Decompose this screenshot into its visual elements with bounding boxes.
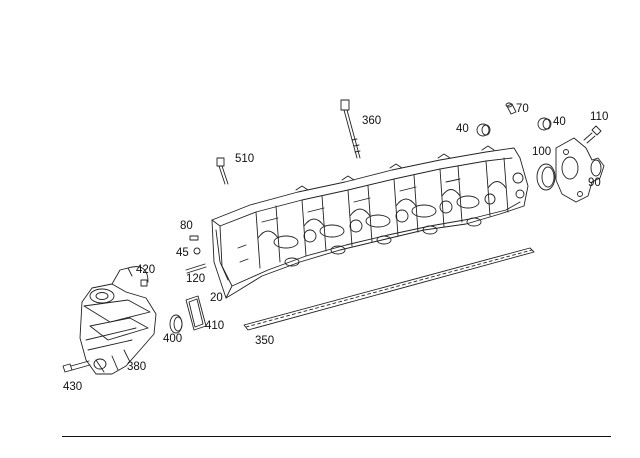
camshaft-adjuster-380 bbox=[79, 266, 157, 375]
seal-ring-100 bbox=[536, 163, 556, 191]
ring-40-a bbox=[476, 123, 491, 137]
callout-430: 430 bbox=[63, 381, 83, 393]
callout-70: 70 bbox=[516, 103, 529, 115]
gasket-410 bbox=[185, 295, 207, 331]
callout-400: 400 bbox=[163, 333, 183, 345]
stud-120 bbox=[185, 263, 207, 274]
callout-350: 350 bbox=[255, 335, 275, 347]
callout-120: 120 bbox=[186, 273, 206, 285]
callout-360: 360 bbox=[362, 115, 382, 127]
callout-45: 45 bbox=[176, 247, 189, 259]
callout-90: 90 bbox=[588, 177, 601, 189]
coolant-housing-90 bbox=[555, 137, 605, 203]
callout-420: 420 bbox=[136, 264, 156, 276]
bolt-360 bbox=[340, 99, 361, 159]
sleeve-70 bbox=[505, 102, 517, 115]
callout-40-b: 40 bbox=[553, 116, 566, 128]
footer-rule bbox=[62, 436, 611, 437]
callout-40-a: 40 bbox=[456, 123, 469, 135]
head-gasket bbox=[243, 247, 535, 331]
o-ring-400 bbox=[169, 314, 183, 334]
bushing-420 bbox=[140, 279, 148, 287]
callout-100: 100 bbox=[532, 146, 552, 158]
callout-380: 380 bbox=[127, 361, 147, 373]
bolt-510 bbox=[216, 157, 229, 185]
callout-80: 80 bbox=[180, 220, 193, 232]
callout-510: 510 bbox=[235, 153, 255, 165]
ring-40-b bbox=[537, 117, 552, 131]
pin-80 bbox=[189, 235, 199, 241]
plug-45 bbox=[193, 247, 201, 255]
callout-110: 110 bbox=[590, 111, 609, 123]
cylinder-head bbox=[211, 145, 529, 299]
callout-20: 20 bbox=[210, 292, 223, 304]
bolt-430 bbox=[62, 360, 91, 373]
callout-410: 410 bbox=[205, 320, 225, 332]
bolt-110 bbox=[583, 125, 602, 144]
